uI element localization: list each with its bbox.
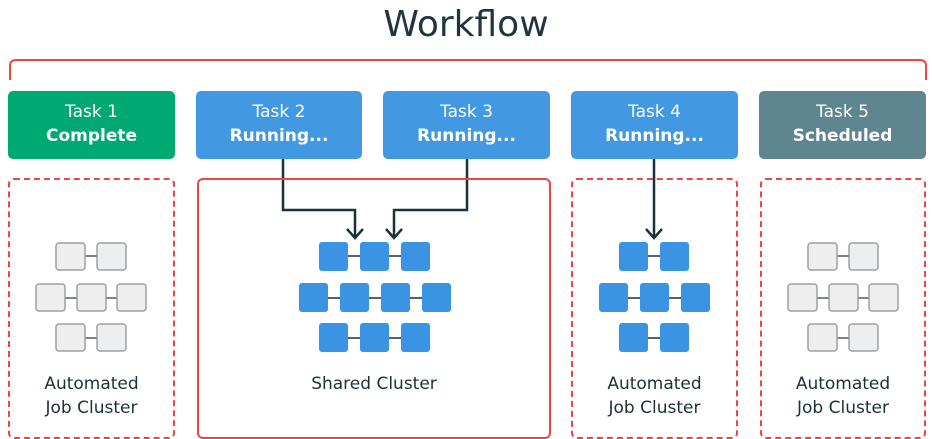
task-4-status: Running...	[605, 126, 704, 146]
cluster-4-label-line2: Job Cluster	[797, 398, 889, 418]
task-1-name: Task 1	[65, 102, 118, 122]
task-4-card[interactable]: Task 4 Running...	[571, 91, 738, 159]
arrow-task2-to-shared	[281, 159, 357, 236]
cluster3-nodes	[599, 242, 710, 352]
arrow-head	[346, 228, 364, 240]
task-1-status: Complete	[45, 126, 138, 146]
task-1-card[interactable]: Task 1 Complete	[8, 91, 175, 159]
workflow-bracket	[9, 59, 927, 80]
cluster-3-label-line1: Automated	[607, 374, 702, 394]
task-3-name: Task 3	[440, 102, 493, 122]
cluster-4-label-line1: Automated	[795, 374, 891, 394]
cluster4-nodes	[787, 242, 899, 352]
task-2-name: Task 2	[252, 102, 306, 122]
cluster-4-container: Automated Job Cluster	[760, 178, 926, 439]
task-2-card[interactable]: Task 2 Running...	[196, 91, 362, 159]
shared-cluster-container: Shared Cluster	[197, 178, 551, 439]
task-5-name: Task 5	[816, 102, 869, 122]
shared-cluster-nodes	[299, 242, 451, 352]
cluster1-nodes	[35, 242, 147, 352]
cluster-1-label-line2: Job Cluster	[45, 398, 138, 418]
workflow-title: Workflow	[383, 4, 549, 45]
task-4-name: Task 4	[628, 102, 681, 122]
arrow-head	[645, 228, 663, 240]
cluster-3-container: Automated Job Cluster	[571, 178, 738, 439]
cluster-1-container: Automated Job Cluster	[8, 178, 175, 439]
task-2-status: Running...	[229, 126, 329, 146]
arrow-head	[385, 228, 403, 240]
task-3-card[interactable]: Task 3 Running...	[383, 91, 550, 159]
shared-cluster-label: Shared Cluster	[311, 374, 437, 394]
arrow-task3-to-shared	[392, 159, 469, 236]
cluster-1-label-line1: Automated	[44, 374, 139, 394]
task-5-card[interactable]: Task 5 Scheduled	[759, 91, 926, 159]
task-5-status: Scheduled	[792, 126, 893, 146]
cluster-3-label-line2: Job Cluster	[608, 398, 701, 418]
task-3-status: Running...	[417, 126, 516, 146]
